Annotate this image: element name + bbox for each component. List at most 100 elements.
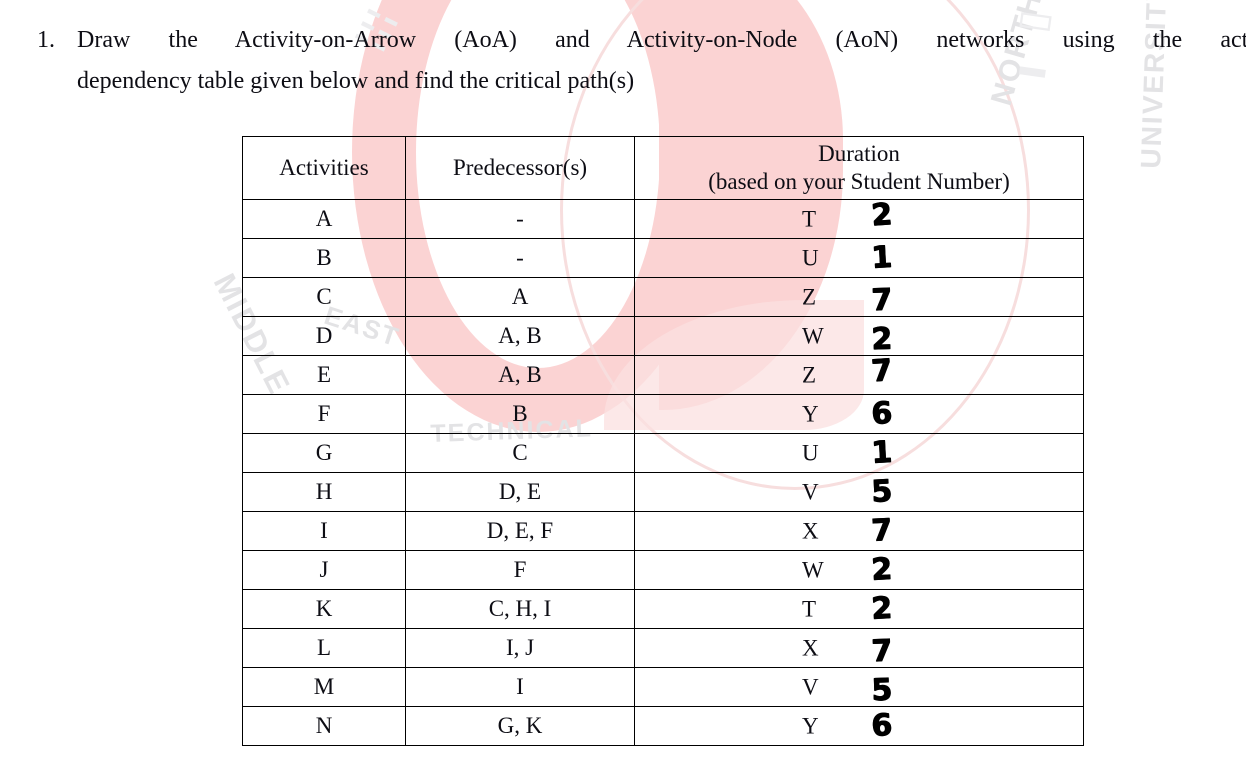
duration-handwritten-value: 1 <box>870 434 893 471</box>
duration-handwritten-value: 7 <box>870 512 893 549</box>
duration-variable-letter: X <box>802 635 819 661</box>
column-header-duration: Duration (based on your Student Number) <box>634 136 1084 200</box>
cell-predecessors: A <box>405 277 635 317</box>
cell-activity: E <box>242 355 406 395</box>
cell-activity: K <box>242 589 406 629</box>
question-number: 1. <box>37 27 55 53</box>
duration-handwritten-value: 5 <box>870 473 893 510</box>
duration-variable-letter: U <box>802 440 819 466</box>
duration-handwritten-value: 1 <box>870 239 893 276</box>
cell-activity: F <box>242 394 406 434</box>
table-header: Activities Predecessor(s) Duration (base… <box>242 136 1084 200</box>
cell-activity: G <box>242 433 406 473</box>
cell-activity: I <box>242 511 406 551</box>
table-header-row: Activities Predecessor(s) Duration (base… <box>242 136 1084 200</box>
cell-predecessors: I <box>405 667 635 707</box>
duration-variable-letter: W <box>802 557 824 583</box>
column-header-duration-subtitle: (based on your Student Number) <box>708 169 1010 194</box>
duration-variable-letter: T <box>802 596 817 622</box>
question-block: 1. Draw the Activity-on-Arrow (AoA) and … <box>37 22 1246 99</box>
duration-handwritten-value: 2 <box>870 590 893 627</box>
duration-handwritten-value: 6 <box>870 395 893 432</box>
duration-variable-letter: V <box>802 479 819 505</box>
question-first-line-row: 1. Draw the Activity-on-Arrow (AoA) and … <box>37 22 1246 58</box>
column-header-predecessors: Predecessor(s) <box>405 136 635 200</box>
duration-handwritten-value: 7 <box>870 633 893 669</box>
cell-predecessors: A, B <box>405 316 635 356</box>
cell-predecessors: - <box>405 238 635 278</box>
duration-handwritten-value: 2 <box>870 321 893 357</box>
question-text-line-2: dependency table given below and find th… <box>77 68 635 94</box>
cell-activity: H <box>242 472 406 512</box>
dependency-table-container: Activities Predecessor(s) Duration (base… <box>242 136 1084 746</box>
duration-variable-letter: Z <box>802 362 817 388</box>
cell-predecessors: C, H, I <box>405 589 635 629</box>
duration-variable-letter: W <box>802 323 824 349</box>
cell-predecessors: D, E, F <box>405 511 635 551</box>
duration-variable-letter: Y <box>802 713 819 739</box>
question-text-line-1: Draw the Activity-on-Arrow (AoA) and Act… <box>77 27 1246 53</box>
duration-handwritten-value: 2 <box>869 196 894 234</box>
cell-predecessors: D, E <box>405 472 635 512</box>
cell-activity: L <box>242 628 406 668</box>
question-second-line-row: dependency table given below and find th… <box>37 58 1246 99</box>
cell-predecessors: B <box>405 394 635 434</box>
cell-predecessors: G, K <box>405 706 635 746</box>
cell-predecessors: C <box>405 433 635 473</box>
duration-handwritten-value: 7 <box>870 282 893 318</box>
column-header-activities: Activities <box>242 136 406 200</box>
cell-activity: B <box>242 238 406 278</box>
cell-predecessors: A, B <box>405 355 635 395</box>
duration-handwritten-value: 6 <box>870 707 893 744</box>
duration-variable-letter: X <box>802 518 819 544</box>
cell-activity: C <box>242 277 406 317</box>
duration-variable-letter: U <box>802 245 819 271</box>
duration-handwritten-value: 2 <box>870 551 893 588</box>
duration-variable-letter: Z <box>802 284 817 310</box>
cell-activity: M <box>242 667 406 707</box>
cell-predecessors: - <box>405 199 635 239</box>
cell-predecessors: F <box>405 550 635 590</box>
cell-activity: D <box>242 316 406 356</box>
activity-dependency-table: Activities Predecessor(s) Duration (base… <box>242 136 1084 746</box>
column-header-duration-title: Duration <box>818 141 900 166</box>
cell-activity: A <box>242 199 406 239</box>
duration-handwritten-value: 7 <box>869 352 894 390</box>
duration-variable-letter: Y <box>802 401 819 427</box>
